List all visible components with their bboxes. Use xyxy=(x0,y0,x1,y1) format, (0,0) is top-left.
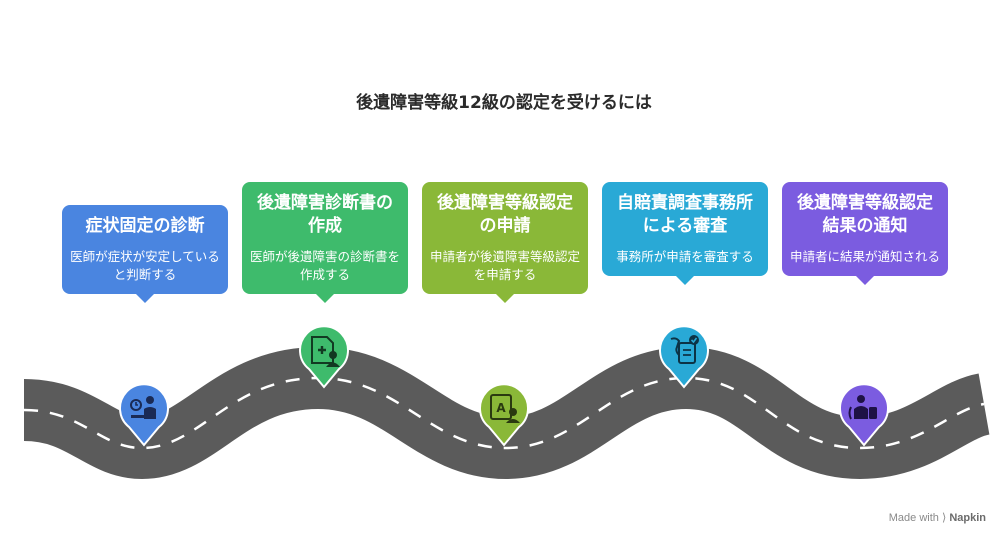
doctor-patient-icon xyxy=(117,383,171,447)
napkin-logo-icon: ⟩ xyxy=(941,512,947,524)
step-title: 後遺障害等級認定結果の通知 xyxy=(797,193,933,236)
footer-watermark: Made with ⟩ Napkin xyxy=(889,511,986,524)
step-title: 自賠責調査事務所による審査 xyxy=(617,193,753,236)
step-card-1: 症状固定の診断 医師が症状が安定していると判断する xyxy=(62,205,228,303)
step-description: 医師が症状が安定していると判断する xyxy=(70,249,220,282)
diagram-title: 後遺障害等級12級の認定を受けるには xyxy=(356,93,652,113)
step-description: 医師が後遺障害の診断書を作成する xyxy=(250,249,401,282)
step-description: 申請者が後遺障害等級認定を申請する xyxy=(430,249,581,282)
step-title: 症状固定の診断 xyxy=(85,216,205,236)
step-title: 後遺障害等級認定の申請 xyxy=(437,193,573,236)
application-form-icon: A xyxy=(477,383,531,447)
svg-text:A: A xyxy=(496,401,506,415)
step-card-4: 自賠責調査事務所による審査 事務所が申請を審査する xyxy=(602,182,768,285)
step-card-3: 後遺障害等級認定の申請 申請者が後遺障害等級認定を申請する xyxy=(422,182,588,303)
step-description: 申請者に結果が通知される xyxy=(790,249,941,264)
step-title: 後遺障害診断書の作成 xyxy=(257,193,393,236)
step-card-2: 後遺障害診断書の作成 医師が後遺障害の診断書を作成する xyxy=(242,182,408,303)
brand-name: Napkin xyxy=(949,512,986,524)
review-checklist-icon xyxy=(657,325,711,389)
step-description: 事務所が申請を審査する xyxy=(616,249,754,264)
medical-document-icon xyxy=(297,325,351,389)
notification-person-icon xyxy=(837,383,891,447)
made-with-label: Made with xyxy=(888,512,939,524)
step-card-5: 後遺障害等級認定結果の通知 申請者に結果が通知される xyxy=(782,182,948,285)
